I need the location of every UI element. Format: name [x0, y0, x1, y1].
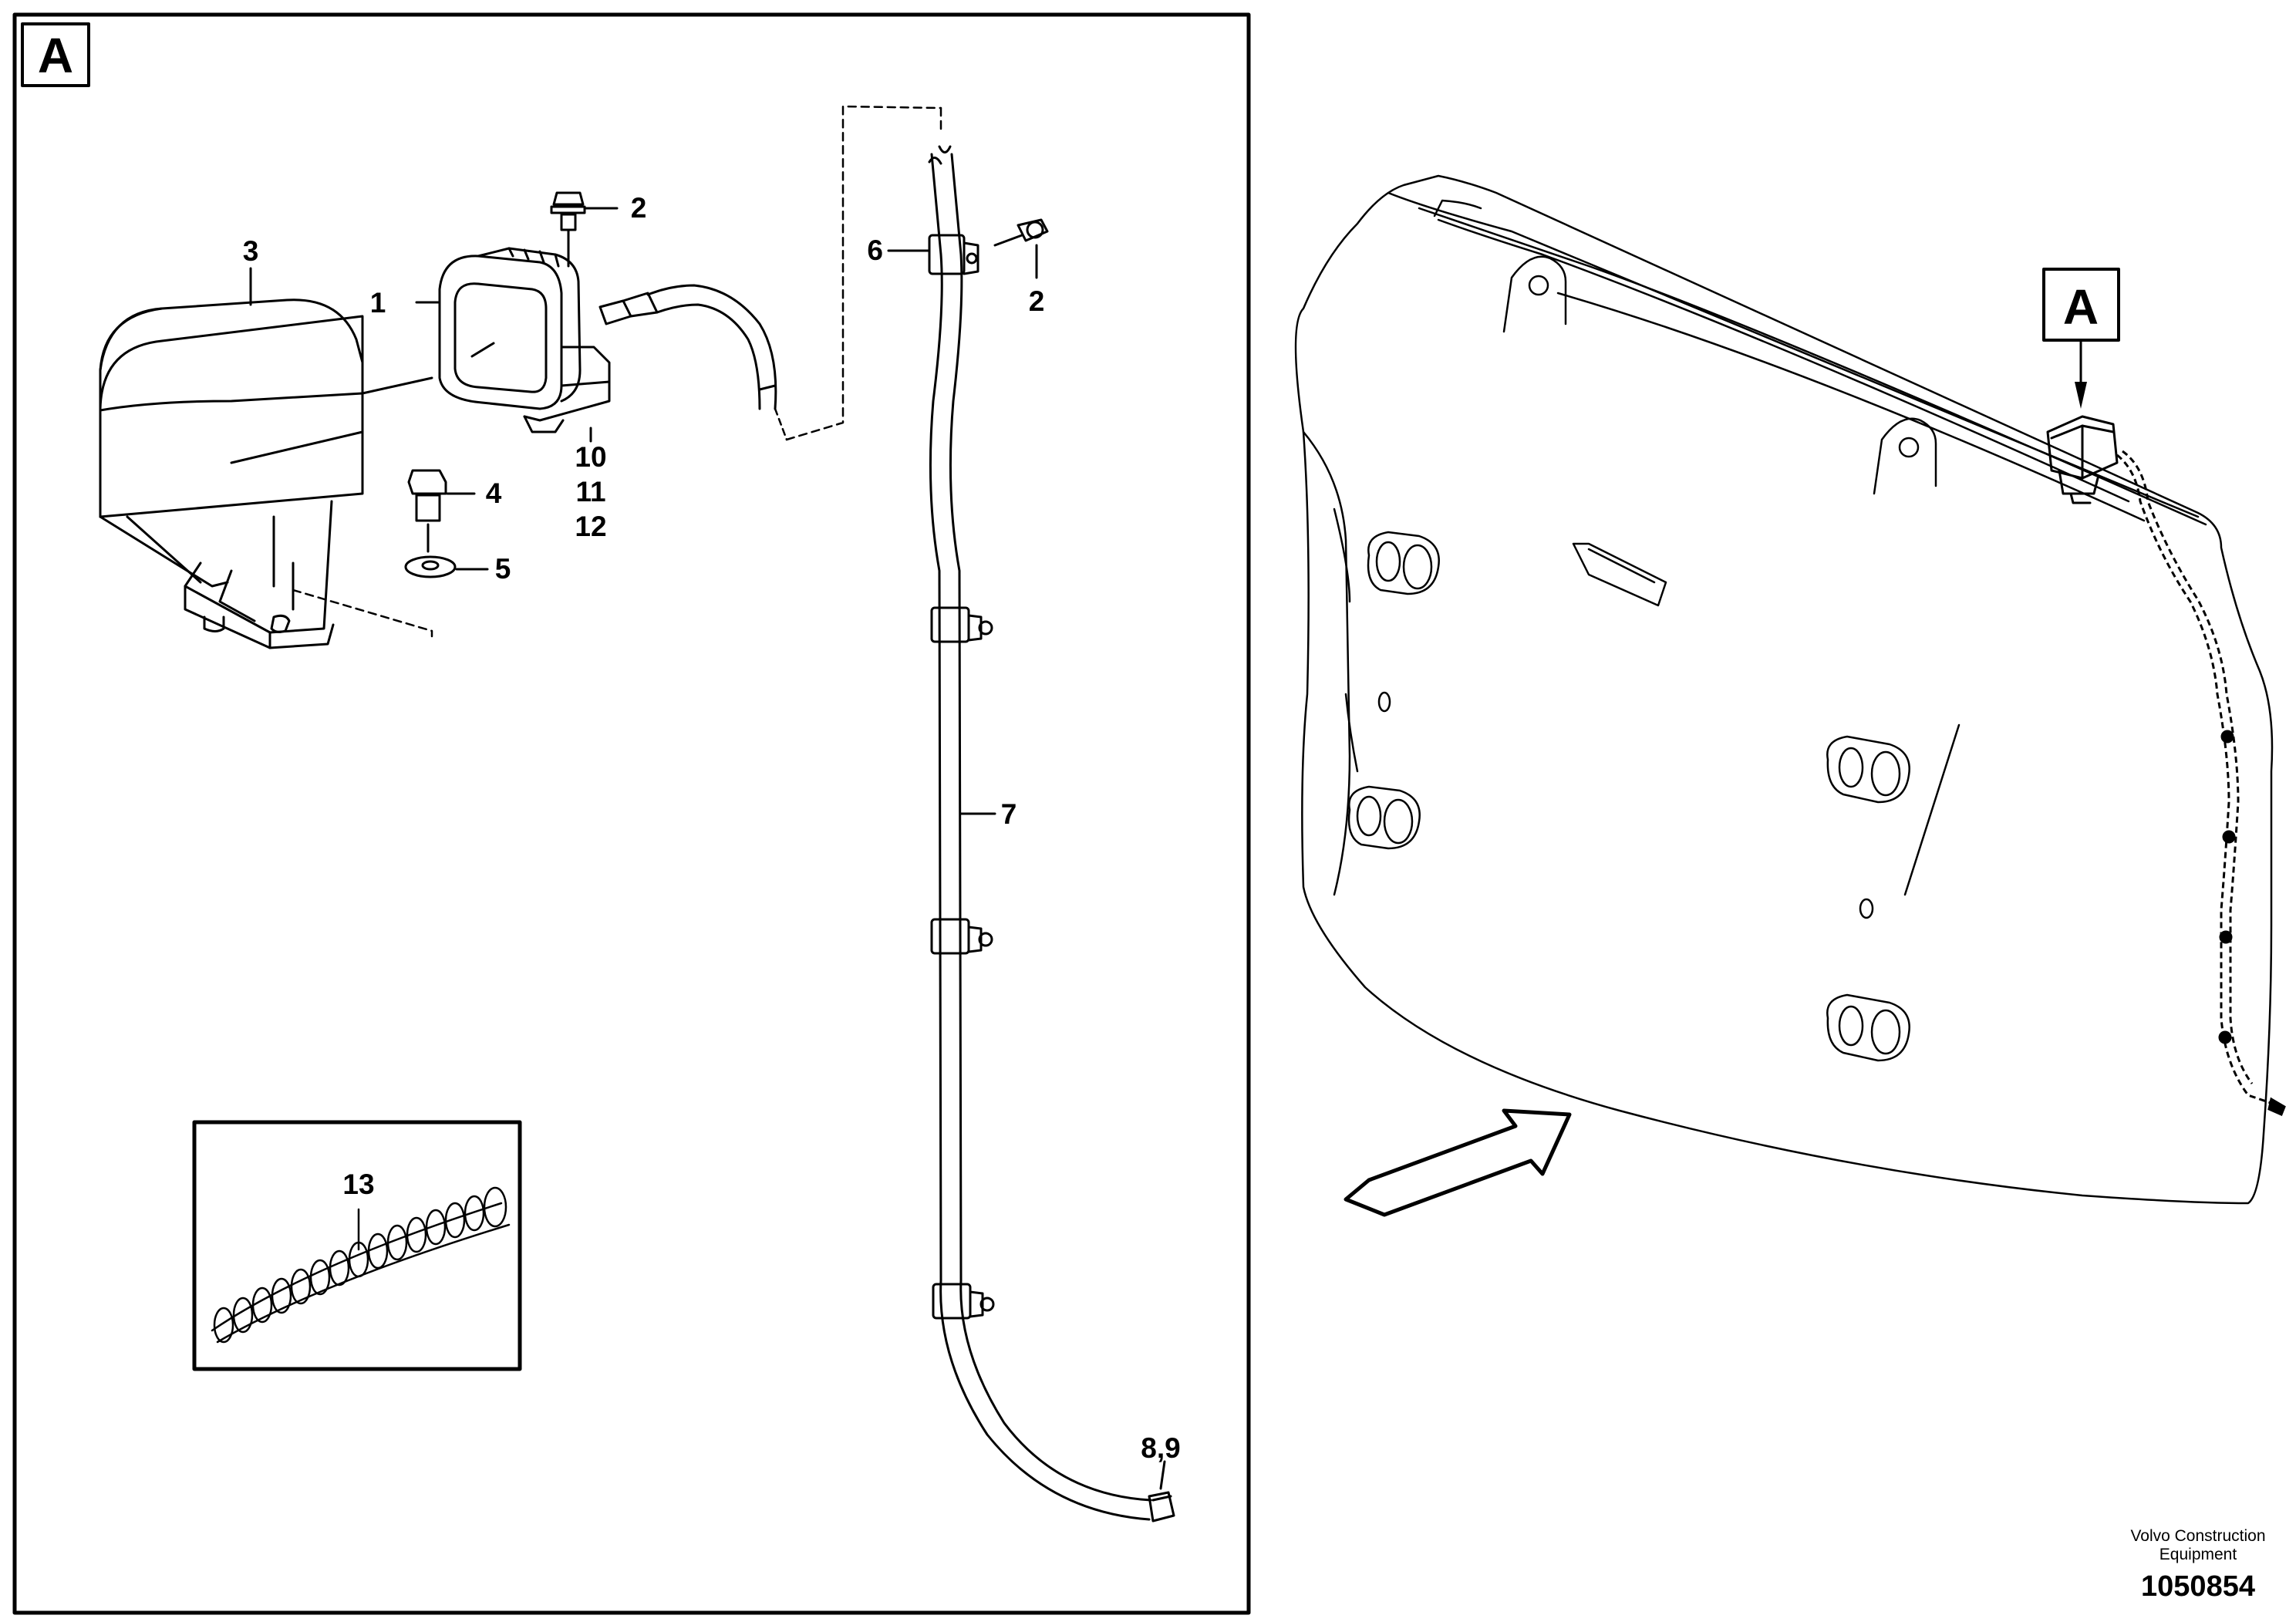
view-direction-arrow [1344, 1108, 1572, 1217]
callout-2-light: 2 [631, 192, 647, 224]
clamp-2 [930, 606, 993, 643]
light-connector-cable [598, 284, 777, 410]
protective-cover [99, 298, 364, 649]
callout-8-9: 8,9 [1141, 1432, 1180, 1464]
callout-11: 11 [575, 476, 605, 508]
callout-3: 3 [243, 235, 259, 267]
callout-4: 4 [486, 477, 502, 509]
inset-box [192, 1120, 522, 1371]
overview-label-box: A [2042, 268, 2120, 409]
footer-company-line1: Volvo Construction [2130, 1527, 2266, 1545]
clamp-3 [930, 918, 993, 955]
corrugated-hose [211, 1186, 511, 1344]
light-screw [550, 191, 619, 268]
washer [404, 555, 489, 578]
detail-label-box: A [21, 22, 90, 87]
detail-label: A [38, 28, 73, 83]
callout-10: 10 [575, 441, 606, 473]
work-light [438, 247, 611, 433]
callout-12: 12 [575, 511, 606, 542]
footer-company-line2: Equipment [2159, 1546, 2237, 1563]
detail-frame [12, 12, 1251, 1615]
bolt [407, 469, 476, 553]
clamp-screw [993, 218, 1049, 279]
counterweight-overview [1294, 174, 2274, 1205]
callout-7: 7 [1001, 798, 1017, 830]
callout-6: 6 [867, 234, 883, 266]
overview-cable [2116, 450, 2286, 1116]
cable-harness [928, 145, 1152, 1521]
clamp-top [887, 234, 979, 275]
callout-1: 1 [370, 287, 386, 319]
callout-5: 5 [495, 553, 511, 585]
callout-13: 13 [342, 1168, 374, 1200]
clamp-4 [932, 1283, 995, 1320]
overview-light [2046, 415, 2119, 504]
overview-label: A [2063, 279, 2099, 335]
cable-end-connector [1148, 1460, 1175, 1523]
footer-company: Volvo Construction Equipment [2082, 1527, 2296, 1564]
footer-drawing-number: 1050854 [2141, 1570, 2255, 1603]
callout-2-clamp: 2 [1029, 285, 1045, 317]
